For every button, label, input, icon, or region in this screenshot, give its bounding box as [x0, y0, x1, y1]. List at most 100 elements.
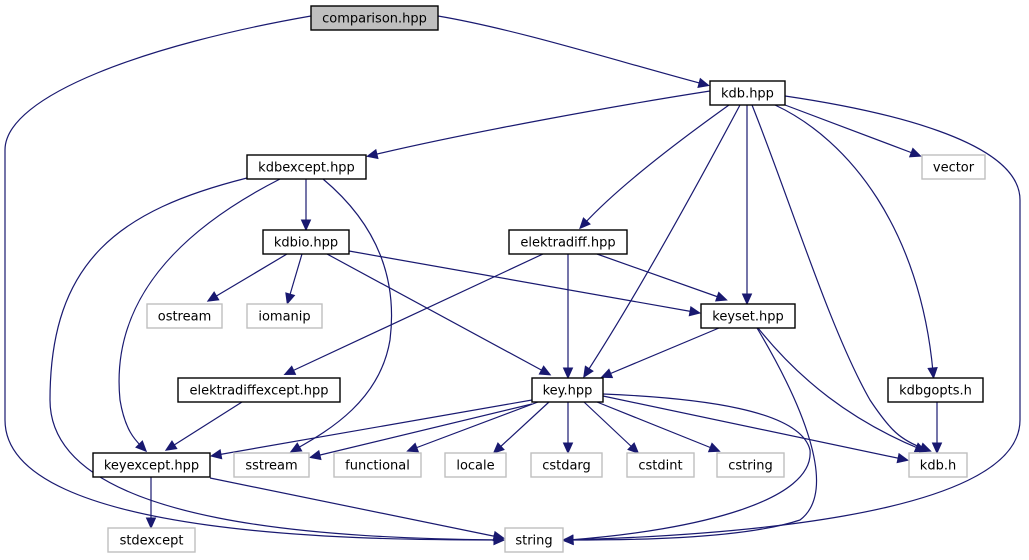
- edge-line: [784, 104, 916, 155]
- node-kdb-hpp[interactable]: kdb.hpp: [709, 80, 786, 106]
- node-box: [508, 229, 628, 255]
- edge-kdb-hpp-to-key-hpp: [583, 104, 741, 379]
- edge-line: [288, 253, 303, 299]
- edge-keyset-hpp-to-key-hpp: [600, 327, 720, 379]
- node-label: sstream: [245, 459, 297, 474]
- node-box: [716, 452, 785, 478]
- edge-line: [596, 401, 715, 450]
- edge-line: [596, 253, 722, 299]
- node-box: [310, 5, 439, 31]
- node-label: iomanip: [258, 310, 310, 325]
- node-box: [233, 452, 310, 478]
- node-label: cstdint: [638, 459, 682, 474]
- node-sstream: sstream: [233, 452, 310, 478]
- node-box: [107, 527, 196, 553]
- edge-kdbexcept-hpp-to-kdbio-hpp: [300, 179, 312, 232]
- edge-arrowhead: [145, 517, 157, 530]
- node-elektradiff-hpp[interactable]: elektradiff.hpp: [508, 229, 628, 255]
- edge-arrowhead: [285, 292, 296, 305]
- edge-kdbio-hpp-to-ostream: [206, 253, 288, 302]
- edge-keyexcept-hpp-to-stdexcept: [145, 477, 157, 530]
- node-label: elektradiffexcept.hpp: [190, 384, 329, 399]
- edge-line: [170, 401, 243, 448]
- edge-elektradiff-hpp-to-elektradiffexcept-hpp: [283, 253, 544, 376]
- edge-kdb-hpp-to-elektradiff-hpp: [579, 104, 730, 230]
- edge-arrowhead: [492, 442, 505, 454]
- edge-arrowhead: [406, 442, 420, 453]
- edge-key-hpp-to-keyexcept-hpp: [209, 399, 533, 460]
- node-key-hpp[interactable]: key.hpp: [531, 377, 604, 403]
- edge-arrowhead: [283, 365, 297, 376]
- node-box: [709, 80, 786, 106]
- edge-line: [583, 401, 635, 450]
- node-string: string: [504, 527, 564, 553]
- node-box: [146, 303, 223, 329]
- edge-keyexcept-hpp-to-string: [209, 477, 506, 542]
- node-label: key.hpp: [543, 384, 593, 399]
- edge-elektradiffexcept-hpp-to-keyexcept-hpp: [164, 401, 243, 451]
- node-ostream: ostream: [146, 303, 223, 329]
- edge-arrowhead: [627, 442, 640, 454]
- edge-arrowhead: [908, 147, 922, 158]
- node-cstring: cstring: [716, 452, 785, 478]
- edge-line: [602, 395, 903, 460]
- edge-arrowhead: [300, 219, 312, 232]
- node-label: kdbexcept.hpp: [258, 161, 355, 176]
- edge-line: [326, 253, 546, 373]
- edge-arrowhead: [561, 534, 574, 545]
- edge-line: [568, 393, 811, 541]
- node-label: functional: [345, 459, 410, 474]
- edge-kdb-hpp-to-keyset-hpp: [741, 105, 753, 306]
- node-keyset-hpp[interactable]: keyset.hpp: [700, 303, 796, 329]
- edge-key-hpp-to-locale: [492, 401, 550, 454]
- node-keyexcept-hpp[interactable]: keyexcept.hpp: [92, 452, 211, 478]
- node-kdb-h: kdb.h: [908, 452, 968, 478]
- edge-arrowhead: [538, 365, 552, 376]
- edge-arrowhead: [562, 442, 574, 455]
- edge-arrowhead: [707, 442, 721, 453]
- node-box: [262, 229, 350, 255]
- edge-key-hpp-to-sstream: [308, 403, 533, 461]
- node-elektradiffexcept-hpp[interactable]: elektradiffexcept.hpp: [177, 377, 341, 403]
- edge-arrowhead: [927, 367, 938, 380]
- edge-arrowhead: [164, 440, 178, 451]
- edge-arrowhead: [896, 452, 910, 464]
- edge-line: [295, 178, 392, 450]
- edge-line: [216, 399, 533, 456]
- node-kdbio-hpp[interactable]: kdbio.hpp: [262, 229, 350, 255]
- edge-arrowhead: [289, 442, 303, 453]
- edge-line: [751, 104, 926, 450]
- node-kdbgopts-h[interactable]: kdbgopts.h: [887, 377, 984, 403]
- node-box: [504, 527, 564, 553]
- edge-kdb-hpp-to-vector: [784, 104, 922, 158]
- node-box: [530, 452, 603, 478]
- edge-arrowhead: [492, 530, 506, 542]
- node-stdexcept: stdexcept: [107, 527, 196, 553]
- edge-line: [437, 15, 704, 85]
- edge-kdbexcept-hpp-to-sstream: [289, 178, 392, 453]
- edge-line: [4, 15, 499, 541]
- edge-kdbio-hpp-to-keyset-hpp: [348, 250, 702, 317]
- edge-arrowhead: [209, 449, 223, 460]
- node-label: keyexcept.hpp: [104, 459, 199, 474]
- node-comparison-hpp[interactable]: comparison.hpp: [310, 5, 439, 31]
- edge-line: [209, 477, 499, 538]
- edge-arrowhead: [600, 368, 614, 379]
- edge-line: [372, 90, 711, 156]
- edge-kdbgopts-h-to-kdb-h: [931, 402, 943, 455]
- node-box: [626, 452, 695, 478]
- edge-kdbexcept-hpp-to-keyexcept-hpp: [118, 178, 281, 453]
- node-label: cstring: [728, 459, 772, 474]
- node-cstdint: cstdint: [626, 452, 695, 478]
- edge-line: [757, 327, 921, 450]
- edge-line: [586, 104, 741, 373]
- edges-layer: [4, 15, 1021, 546]
- edge-keyset-hpp-to-kdb-h: [757, 327, 927, 453]
- edge-arrowhead: [688, 306, 702, 317]
- node-kdbexcept-hpp[interactable]: kdbexcept.hpp: [246, 154, 367, 180]
- edge-line: [774, 104, 934, 373]
- edge-arrowhead: [931, 442, 943, 455]
- node-box: [908, 452, 968, 478]
- node-box: [531, 377, 604, 403]
